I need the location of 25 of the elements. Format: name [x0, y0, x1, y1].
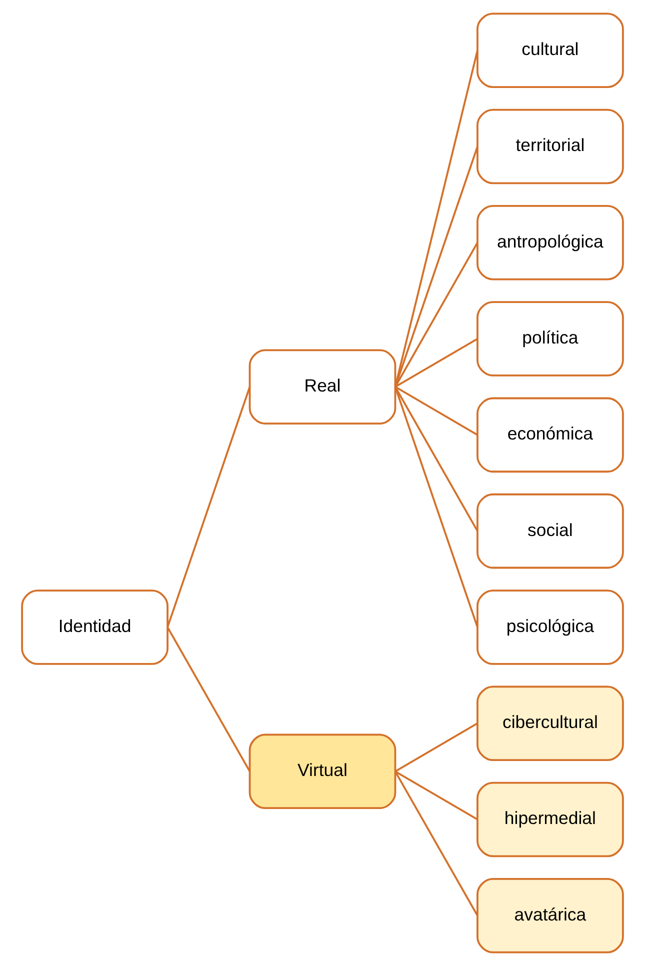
node-box: cibercultural [476, 686, 624, 761]
node-box: antropológica [476, 205, 624, 280]
node-box: Identidad [21, 590, 168, 665]
connector [394, 770, 478, 820]
connector [394, 386, 478, 628]
connector [394, 386, 478, 532]
node-box: hipermedial [476, 782, 624, 858]
node-box: avatárica [476, 878, 624, 954]
node-box: política [476, 301, 624, 376]
connector [394, 770, 478, 916]
connector [166, 626, 251, 772]
connector [394, 146, 478, 388]
connector [394, 242, 478, 388]
node-box: psicológica [476, 590, 624, 665]
node-box: territorial [476, 108, 624, 184]
node-box: cultural [476, 12, 624, 88]
connector [394, 50, 478, 388]
node-box: social [476, 493, 624, 569]
connector [394, 722, 478, 772]
connector [394, 338, 478, 388]
connector [394, 386, 478, 436]
node-box: económica [476, 397, 624, 473]
node-box: Virtual [248, 734, 396, 810]
connector [166, 386, 251, 628]
node-box: Real [248, 349, 396, 424]
